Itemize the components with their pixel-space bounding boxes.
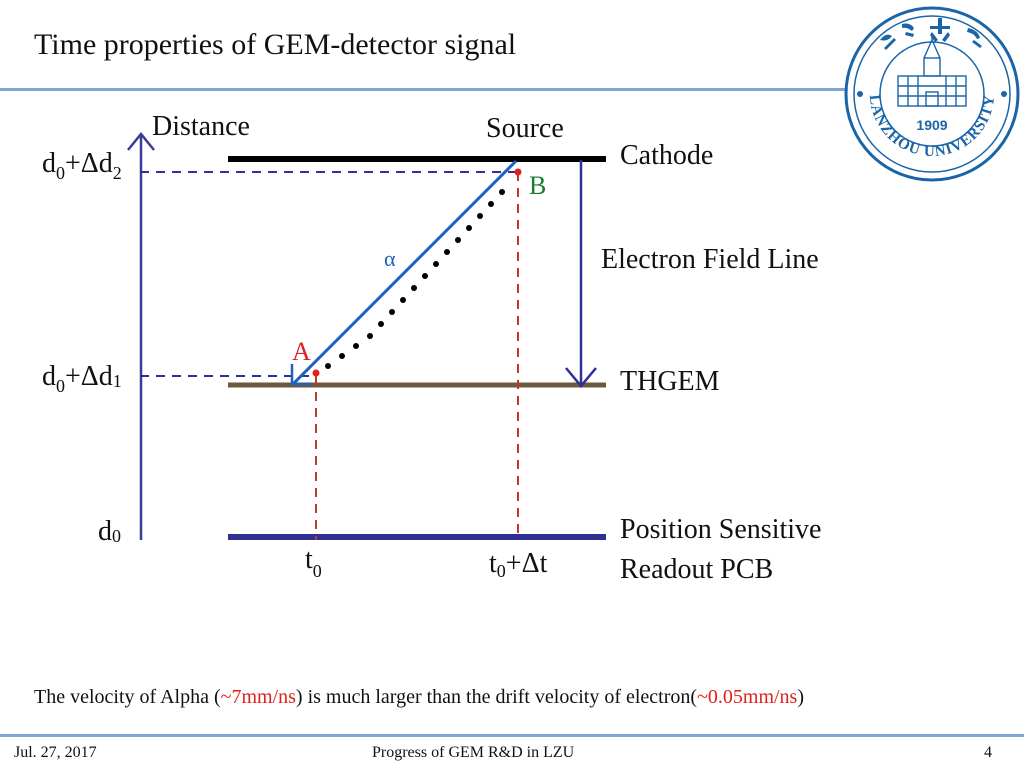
note-alpha-velocity: ~7mm/ns [220,686,296,708]
university-logo-icon: 1909 LANZHOU UNIVERSITY [844,6,1020,182]
axis-label-distance: Distance [152,111,250,142]
note-electron-velocity: ~0.05mm/ns [697,686,798,708]
point-a-marker [312,369,320,377]
footer-divider [0,734,1024,737]
readout-label-line1: Position Sensitive [620,514,821,545]
logo-year: 1909 [916,117,947,133]
point-b-marker [514,168,522,176]
page-number: 4 [984,744,992,761]
velocity-note: The velocity of Alpha (~7mm/ns) is much … [34,686,804,709]
source-label: Source [486,113,564,144]
field-line-arrow-icon [565,367,597,388]
title-divider [0,88,850,91]
point-a-label: A [292,337,311,366]
footer-date: Jul. 27, 2017 [14,744,97,761]
distance-label-bottom: d0 [98,516,121,547]
note-prefix: The velocity of Alpha ( [34,686,221,708]
distance-axis-arrow-icon [127,132,155,151]
time-label-t0-dt: t0+Δt [489,548,548,581]
alpha-angle-label: α [384,246,396,271]
thgem-label: THGEM [620,366,720,397]
cathode-label: Cathode [620,140,713,171]
slide-title: Time properties of GEM-detector signal [34,28,517,61]
distance-label-middle: d0+Δd1 [42,361,122,396]
footer-center: Progress of GEM R&D in LZU [372,744,575,761]
time-label-t0: t0 [305,544,322,581]
readout-label-line2: Readout PCB [620,554,773,585]
distance-label-top: d0+Δd2 [42,148,122,183]
field-line-label: Electron Field Line [601,244,819,275]
note-middle: ) is much larger than the drift velocity… [295,686,698,708]
alpha-track [291,159,518,386]
point-b-label: B [529,171,546,200]
ionization-dots [325,189,505,369]
note-suffix: ) [797,686,805,708]
alpha-track-end-icon [290,364,312,386]
